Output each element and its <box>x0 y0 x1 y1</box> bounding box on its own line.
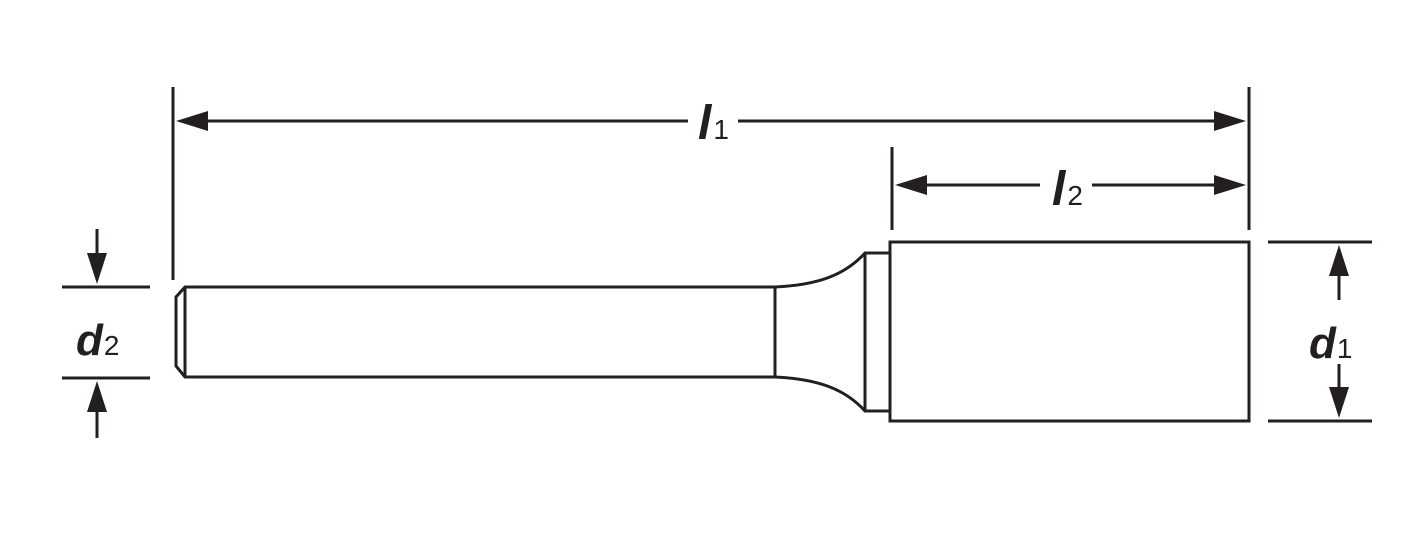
dimension-l1: l1 <box>171 87 1251 280</box>
dimension-l2: l2 <box>890 147 1246 230</box>
d1-arrow-top <box>1329 245 1349 276</box>
d1-label: d1 <box>1309 319 1352 368</box>
dimension-d2: d2 <box>62 229 150 438</box>
l2-label: l2 <box>1052 163 1083 216</box>
l1-arrow-right <box>1214 111 1246 131</box>
tool-outline <box>174 240 1251 423</box>
dimension-d1: d1 <box>1268 240 1372 423</box>
cutting-head <box>888 240 1251 423</box>
d1-arrow-bottom <box>1329 387 1349 418</box>
l2-arrow-right <box>1214 175 1246 195</box>
neck-fillet <box>774 251 890 289</box>
l2-arrow-left <box>895 175 927 195</box>
l1-arrow-left <box>176 111 208 131</box>
d2-label: d2 <box>76 316 119 365</box>
d2-arrow-top <box>87 253 107 284</box>
d2-arrow-bottom <box>87 381 107 412</box>
l1-label: l1 <box>698 97 729 150</box>
neck-fillet-lower <box>774 375 890 413</box>
shank <box>174 285 775 379</box>
